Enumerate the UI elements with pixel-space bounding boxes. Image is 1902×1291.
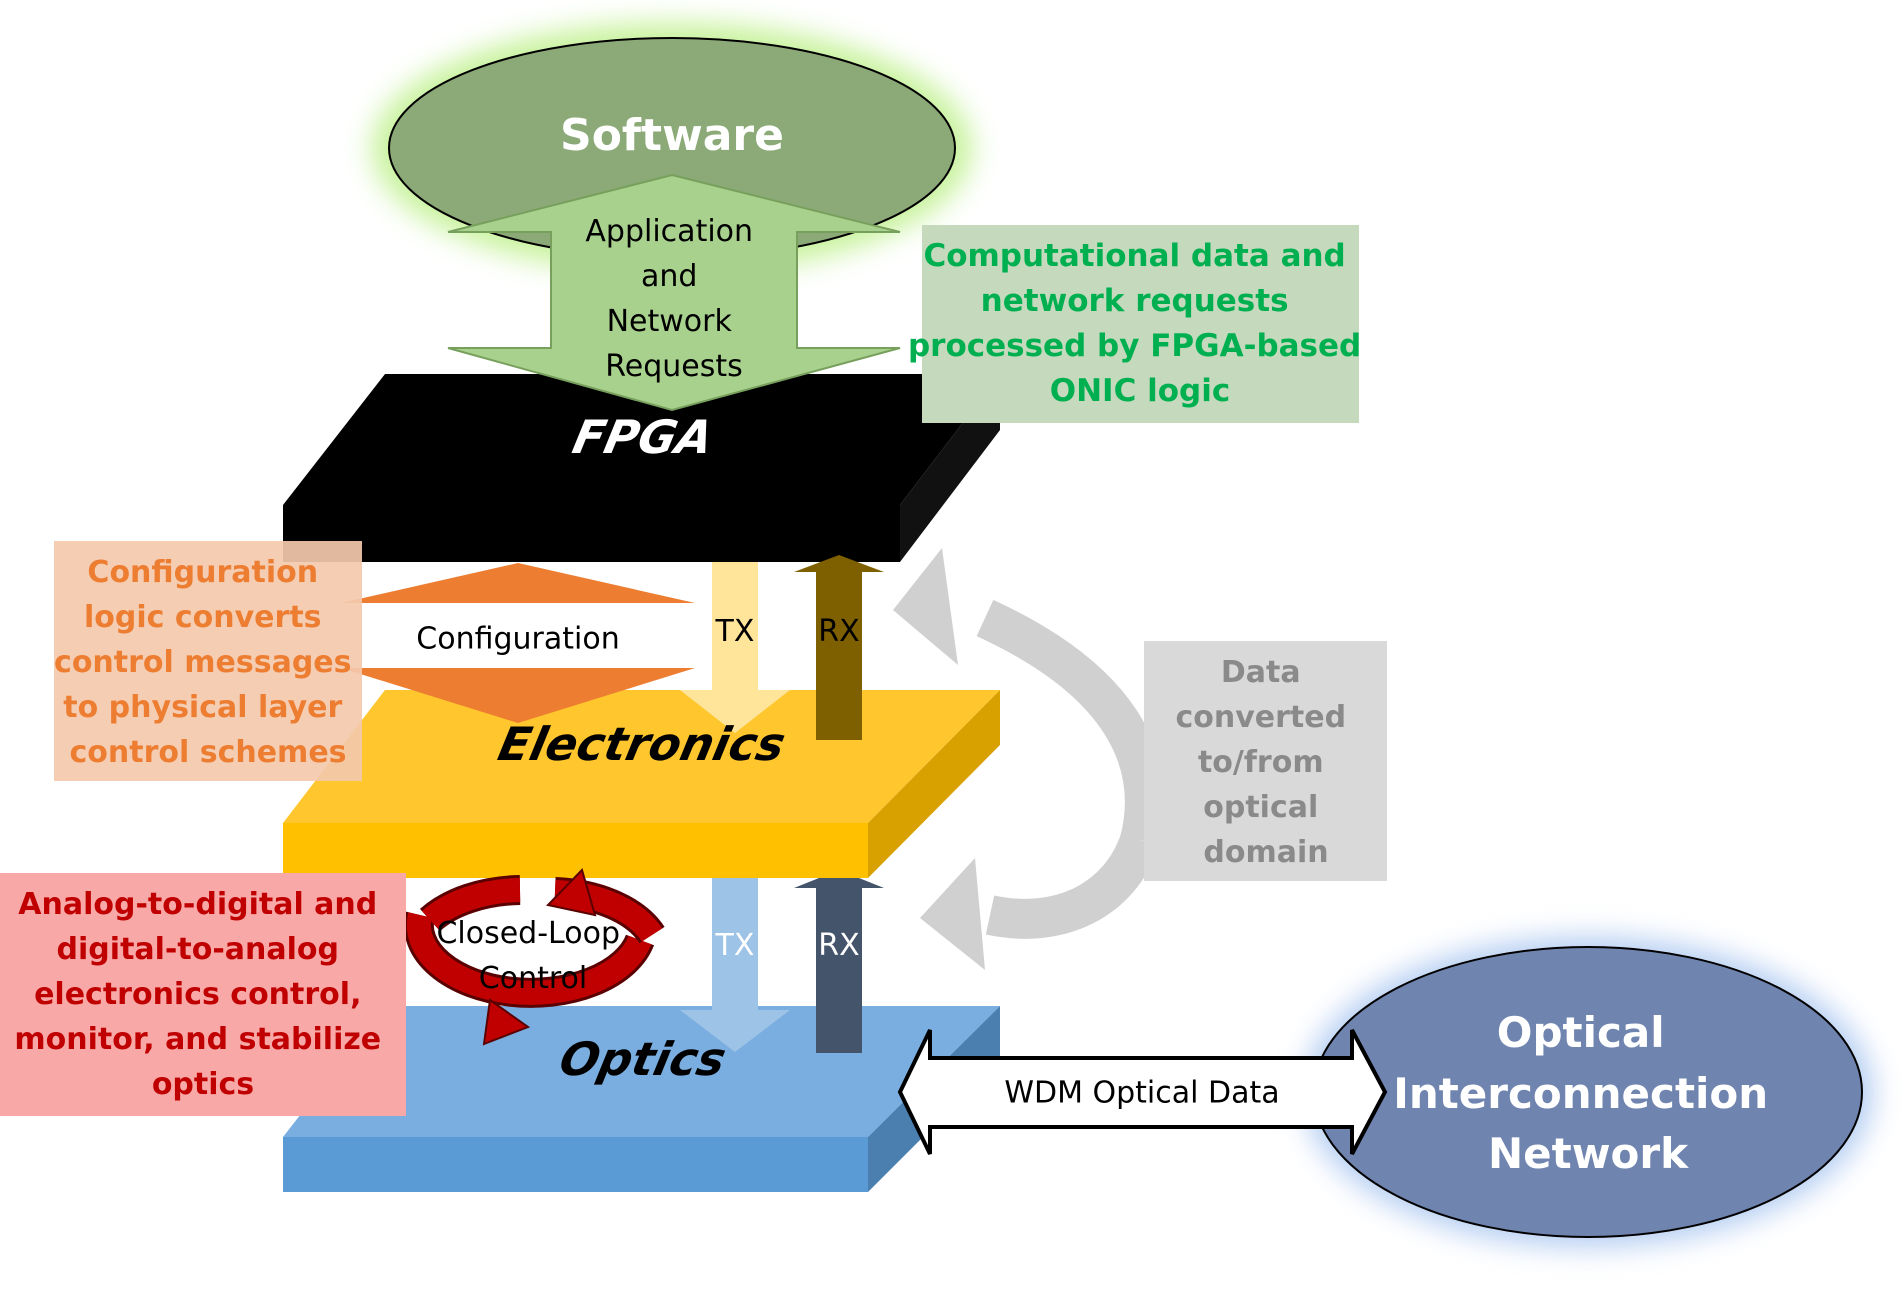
network-ellipse: Optical Interconnection Network	[1303, 937, 1873, 1247]
conversion-upper-arc	[976, 599, 1165, 845]
conversion-upper-head	[893, 548, 958, 665]
closed-loop-lower-head	[482, 998, 531, 1046]
tx-lower-arrow: TX	[680, 878, 790, 1052]
note-conversion-box	[1144, 641, 1387, 881]
configuration-label-box	[402, 603, 635, 668]
note-analog-box	[0, 873, 406, 1116]
software-ellipse: Software	[372, 23, 972, 273]
note-analog-text: Analog-to-digital and digital-to-analog …	[14, 887, 391, 1102]
rx-upper-arrow: RX	[794, 555, 884, 740]
conversion-lower-head	[920, 858, 985, 970]
tx-lower-label: TX	[715, 928, 755, 963]
rx-lower-arrow: RX	[794, 870, 884, 1053]
note-conversion: Data converted to/from optical domain	[1144, 641, 1387, 881]
rx-upper-label: RX	[818, 614, 859, 649]
note-analog: Analog-to-digital and digital-to-analog …	[0, 873, 406, 1116]
fpga-slab: FPGA	[283, 374, 1000, 562]
note-computational-text: Computational data and network requests …	[908, 238, 1372, 409]
closed-loop-lower-arc	[406, 912, 652, 1005]
note-configuration-text: Configuration logic converts control mes…	[54, 555, 362, 770]
optics-front	[283, 1137, 868, 1192]
closed-loop-control: Closed-Loop Control	[403, 868, 665, 1046]
tx-lower-shape	[680, 878, 790, 1052]
tx-upper-arrow: TX	[680, 562, 790, 733]
closed-loop-upper-head	[546, 868, 597, 917]
tx-upper-shape	[680, 562, 790, 733]
note-computational-box	[922, 225, 1359, 423]
note-configuration-box	[54, 541, 362, 781]
requests-arrow: Application and Network Requests	[447, 173, 901, 412]
fpga-front	[283, 505, 900, 562]
wdm-arrow: WDM Optical Data	[897, 1029, 1388, 1155]
tx-upper-label: TX	[715, 614, 755, 649]
wdm-arrow-shape	[897, 1029, 1388, 1155]
network-label: Optical Interconnection Network	[1393, 1008, 1783, 1178]
rx-lower-label: RX	[818, 928, 859, 963]
wdm-label: WDM Optical Data	[1004, 1076, 1279, 1111]
closed-loop-upper-arc-left	[421, 878, 521, 930]
optics-label: Optics	[555, 1032, 731, 1085]
requests-arrow-shape	[447, 173, 901, 412]
note-conversion-text: Data converted to/from optical domain	[1175, 655, 1356, 870]
fpga-top	[283, 374, 1000, 505]
software-label: Software	[560, 110, 784, 161]
electronics-label: Electronics	[494, 717, 790, 770]
conversion-lower-arc	[985, 832, 1159, 939]
requests-label: Application and Network Requests	[585, 214, 762, 384]
rx-upper-shape	[794, 555, 884, 740]
note-configuration: Configuration logic converts control mes…	[54, 541, 362, 781]
configuration-label: Configuration	[416, 622, 619, 657]
electronics-front	[283, 823, 868, 878]
fpga-label: FPGA	[568, 410, 718, 463]
electronics-side	[868, 690, 1000, 878]
configuration-arrow: Configuration	[341, 563, 695, 723]
closed-loop-label: Closed-Loop Control	[436, 916, 629, 996]
rx-lower-shape	[794, 870, 884, 1053]
note-computational: Computational data and network requests …	[908, 225, 1372, 423]
